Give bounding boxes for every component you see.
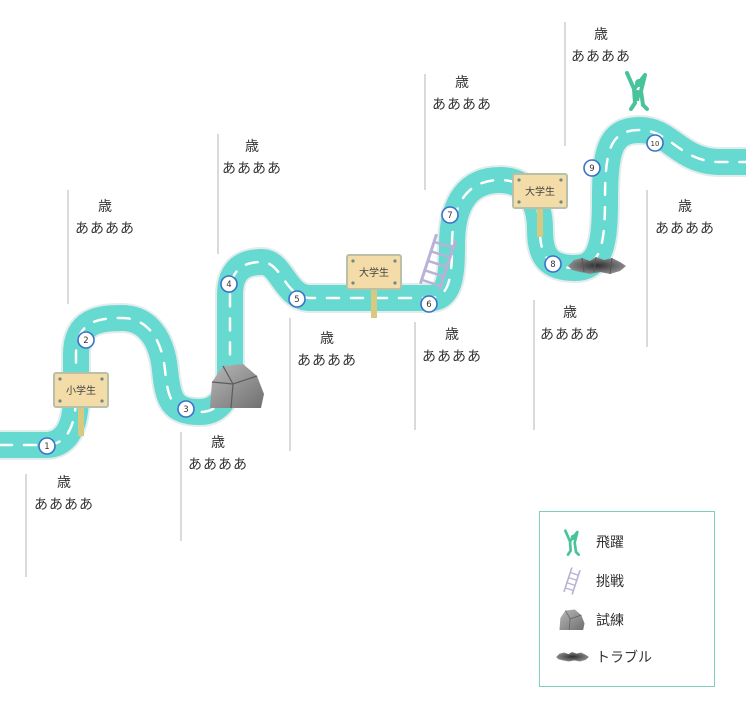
- milestone-number-5: 5: [294, 295, 299, 305]
- milestone-marker-4: 4: [220, 275, 238, 293]
- sign-university-2-label: 大学生: [525, 185, 555, 198]
- milestone-number-9: 9: [589, 164, 594, 174]
- sign-university-2: 大学生: [512, 173, 568, 237]
- milestone-age-4: 歳: [245, 139, 259, 155]
- leap-figure-icon: [625, 71, 649, 111]
- milestone-age-10: 歳: [678, 199, 692, 215]
- leap-figure-icon: [554, 527, 590, 557]
- milestone-text-1: ああああ: [34, 497, 94, 513]
- legend-label-leap: 飛躍: [596, 535, 624, 551]
- ladder-icon: [419, 233, 457, 291]
- milestone-text-5: ああああ: [297, 353, 357, 369]
- rock-icon: [210, 364, 264, 409]
- ladder-icon: [554, 566, 590, 596]
- legend: 飛躍 挑戦 試練: [539, 511, 715, 687]
- milestone-label-5: 歳ああああ: [282, 328, 372, 372]
- milestone-marker-1: 1: [38, 437, 56, 455]
- milestone-age-7: 歳: [455, 75, 469, 91]
- milestone-text-7: ああああ: [432, 97, 492, 113]
- milestone-text-2: ああああ: [75, 221, 135, 237]
- milestone-text-6: ああああ: [422, 349, 482, 365]
- milestone-label-2: 歳ああああ: [60, 196, 150, 240]
- legend-item-trouble: トラブル: [554, 640, 704, 674]
- milestone-marker-8: 8: [544, 255, 562, 273]
- legend-item-challenge: 挑戦: [554, 564, 704, 598]
- milestone-marker-6: 6: [420, 295, 438, 313]
- milestone-age-6: 歳: [445, 327, 459, 343]
- milestone-number-8: 8: [550, 260, 555, 270]
- leader-lines: [25, 22, 648, 577]
- milestone-marker-5: 5: [288, 290, 306, 308]
- pothole-icon: [554, 642, 590, 672]
- milestone-age-8: 歳: [563, 305, 577, 321]
- milestone-marker-9: 9: [583, 159, 601, 177]
- sign-university-1-label: 大学生: [359, 266, 389, 279]
- milestone-label-1: 歳ああああ: [19, 472, 109, 516]
- milestone-label-9: 歳ああああ: [556, 24, 646, 68]
- milestone-marker-7: 7: [441, 206, 459, 224]
- legend-item-trial: 試練: [554, 603, 704, 637]
- milestone-text-3: ああああ: [188, 457, 248, 473]
- milestone-number-10: 10: [651, 140, 660, 148]
- pothole-icon: [568, 256, 626, 275]
- legend-label-challenge: 挑戦: [596, 574, 624, 590]
- milestone-number-1: 1: [44, 442, 49, 452]
- milestone-number-7: 7: [447, 211, 452, 221]
- milestone-text-4: ああああ: [222, 161, 282, 177]
- sign-university-1: 大学生: [346, 254, 402, 318]
- milestone-marker-2: 2: [77, 331, 95, 349]
- milestone-label-6: 歳ああああ: [407, 324, 497, 368]
- milestone-text-10: ああああ: [655, 221, 715, 237]
- milestone-label-4: 歳ああああ: [207, 136, 297, 180]
- milestone-label-8: 歳ああああ: [525, 302, 615, 346]
- milestone-age-2: 歳: [98, 199, 112, 215]
- milestone-age-1: 歳: [57, 475, 71, 491]
- milestone-text-8: ああああ: [540, 327, 600, 343]
- milestone-marker-10: 10: [646, 134, 664, 152]
- sign-elementary: 小学生: [53, 372, 109, 436]
- milestone-label-3: 歳ああああ: [173, 432, 263, 476]
- milestone-age-5: 歳: [320, 331, 334, 347]
- milestone-marker-3: 3: [177, 400, 195, 418]
- milestone-number-6: 6: [426, 300, 431, 310]
- legend-label-trouble: トラブル: [596, 650, 652, 666]
- legend-item-leap: 飛躍: [554, 525, 704, 559]
- rock-icon: [554, 605, 590, 635]
- milestone-label-7: 歳ああああ: [417, 72, 507, 116]
- milestone-text-9: ああああ: [571, 49, 631, 65]
- milestone-number-2: 2: [83, 336, 88, 346]
- milestone-age-3: 歳: [211, 435, 225, 451]
- sign-elementary-label: 小学生: [66, 384, 96, 397]
- milestone-number-4: 4: [226, 280, 231, 290]
- legend-label-trial: 試練: [596, 613, 624, 629]
- milestone-label-10: 歳ああああ: [640, 196, 730, 240]
- milestone-age-9: 歳: [594, 27, 608, 43]
- milestone-number-3: 3: [183, 405, 188, 415]
- milestone-markers: 1 2 3 4 5 6 7 8 9 10: [38, 134, 664, 455]
